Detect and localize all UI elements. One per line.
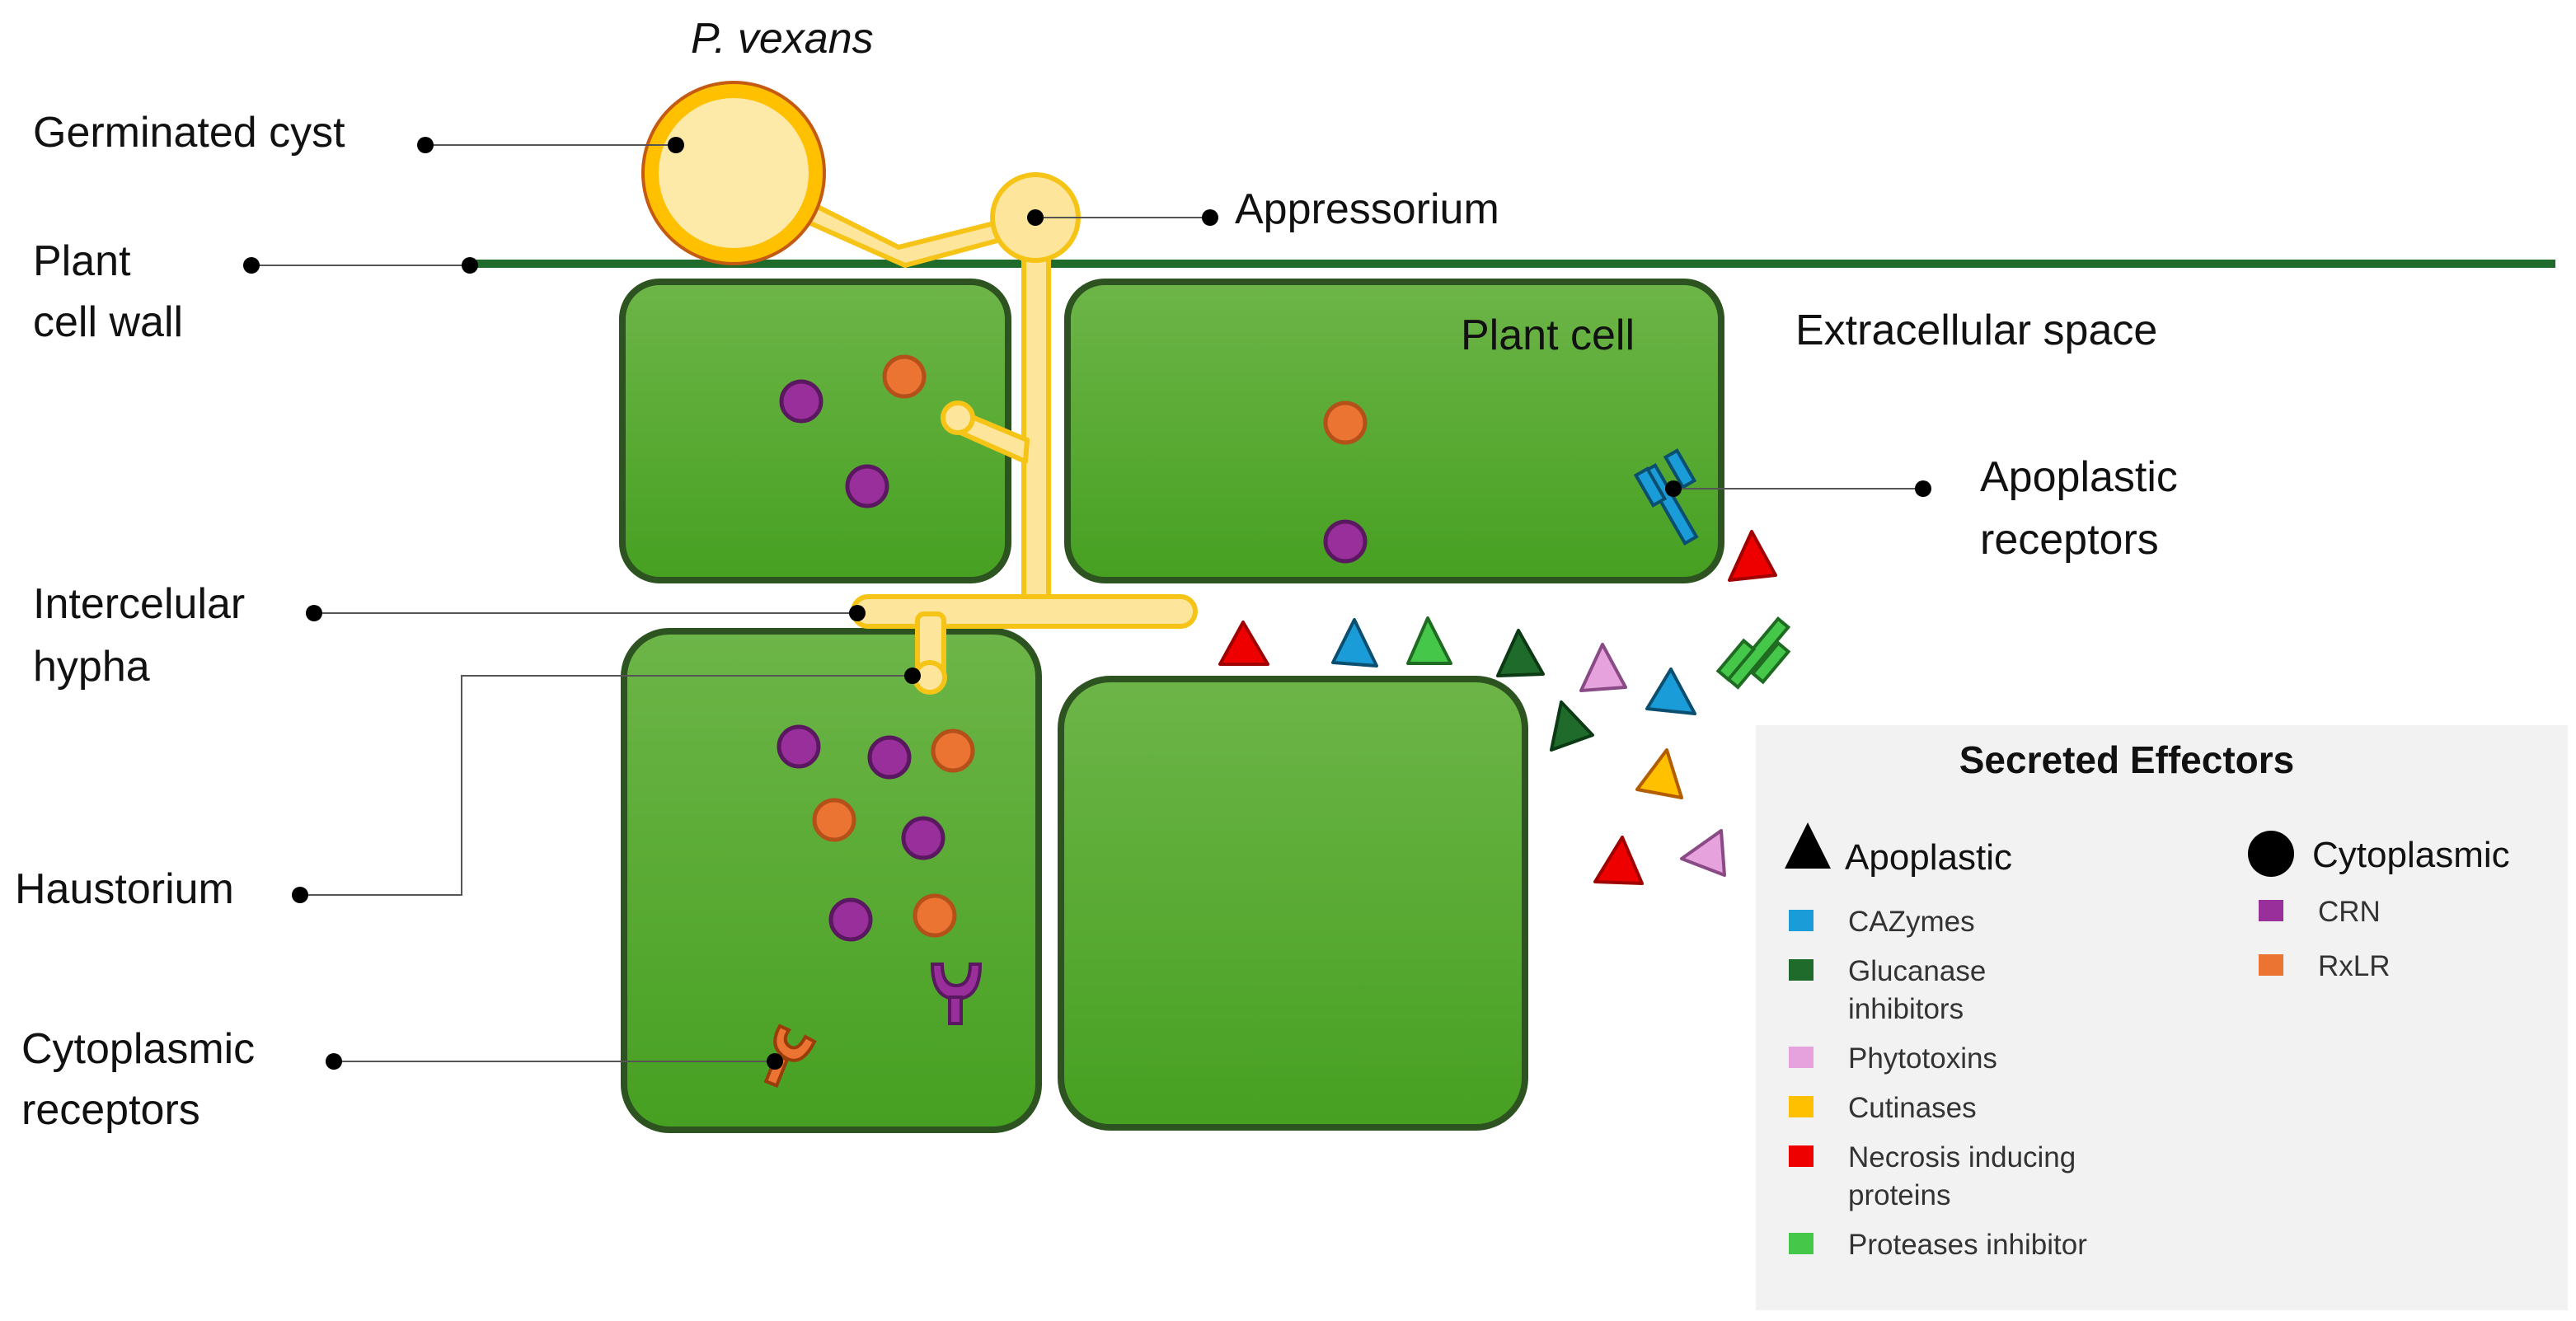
legend-apoplastic-swatch-3 — [1789, 1096, 1814, 1117]
legend-apoplastic-label-4: Necrosis inducing proteins — [1848, 1141, 2076, 1211]
label-plant-cell-wall-line1: Plant — [33, 237, 131, 285]
legend-apoplastic-label-2: Phytotoxins — [1848, 1042, 1997, 1075]
label-appressorium: Appressorium — [1235, 185, 1499, 233]
label-apoplastic-receptors: Apoplastic receptors — [1980, 453, 2189, 564]
legend-cytoplasmic-swatch-1 — [2259, 954, 2283, 976]
legend-apoplastic-label-0: CAZymes — [1848, 906, 1975, 938]
leader-lines — [251, 144, 1923, 1062]
plant-cell-bottom-right — [1058, 676, 1528, 1131]
rxlr-effector — [882, 354, 927, 399]
legend-apoplastic-label-4-line-1: proteins — [1848, 1179, 1951, 1211]
legend-apoplastic-label-2-line-0: Phytotoxins — [1848, 1042, 1997, 1075]
legend-cytoplasmic-label-1-line-0: RxLR — [2318, 950, 2391, 982]
cazyme-effector — [1645, 668, 1696, 715]
protease-effector — [1406, 616, 1452, 665]
cytoplasmic-effectors — [777, 354, 1368, 942]
rxlr-effector — [931, 728, 975, 773]
legend-apoplastic-label-5-line-0: Proteases inhibitor — [1848, 1229, 2087, 1261]
legend-cytoplasmic-label-0-line-0: CRN — [2318, 896, 2381, 928]
germinated-cyst — [641, 81, 826, 265]
necrosis-effector — [1593, 836, 1644, 885]
legend-apoplastic-label-1-line-1: inhibitors — [1848, 993, 1964, 1025]
label-intercellular-hypha-line1: Intercelular — [33, 580, 245, 628]
label-cytoplasmic-receptors-line2: receptors — [21, 1086, 200, 1134]
plant-cell-bottom-left — [621, 628, 1042, 1133]
crn-effector — [777, 724, 821, 769]
label-plant-cell-wall: Plant cell wall — [33, 237, 183, 346]
label-plant-cell-wall-line2: cell wall — [33, 298, 183, 346]
leader-dots — [243, 137, 1931, 1070]
label-apoplastic-receptors-line1: Apoplastic — [1980, 453, 2178, 501]
legend-title: Secreted Effectors — [1959, 738, 2295, 781]
legend: Secreted Effectors Apoplastic Cytoplasmi… — [1785, 738, 2510, 1261]
legend-cytoplasmic-label-0: CRN — [2318, 896, 2381, 928]
crn-effector — [779, 379, 823, 424]
legend-apoplastic-swatch-5 — [1789, 1233, 1814, 1254]
cutinase-effector — [1635, 748, 1683, 799]
label-cytoplasmic-receptors-line1: Cytoplasmic — [21, 1025, 255, 1073]
rxlr-effector — [812, 798, 856, 842]
necrosis-effector — [1218, 621, 1269, 666]
label-extracellular-space: Extracellular space — [1795, 307, 2157, 354]
legend-apoplastic-icon — [1785, 822, 1831, 869]
legend-cytoplasmic-items: CRN RxLR — [2259, 896, 2391, 982]
crn-effector — [828, 897, 873, 942]
cazyme-effector — [1331, 618, 1378, 668]
legend-apoplastic-label-0-line-0: CAZymes — [1848, 906, 1975, 938]
legend-apoplastic-label-3: Cutinases — [1848, 1092, 1977, 1124]
protease-inhibitor-shape — [1715, 616, 1791, 690]
label-germinated-cyst: Germinated cyst — [33, 109, 345, 157]
legend-cytoplasmic-heading: Cytoplasmic — [2312, 835, 2510, 875]
plant-cell-top-right — [1064, 279, 1724, 583]
phytotoxin-effector — [1680, 829, 1726, 877]
label-apoplastic-receptors-line2: receptors — [1980, 516, 2159, 564]
label-intercellular-hypha-line2: hypha — [33, 643, 150, 691]
phytotoxin-effector — [1579, 643, 1627, 692]
label-plant-cell: Plant cell — [1461, 312, 1635, 359]
legend-apoplastic-label-1-line-0: Glucanase — [1848, 955, 1986, 987]
crn-effector — [901, 816, 945, 860]
legend-apoplastic-swatch-4 — [1789, 1145, 1814, 1167]
organism-title: P. vexans — [691, 15, 874, 63]
label-haustorium: Haustorium — [15, 865, 234, 913]
cytoplasmic-receptor-purple — [930, 963, 983, 1025]
legend-apoplastic-label-4-line-0: Necrosis inducing — [1848, 1141, 2076, 1173]
necrosis-effector — [1728, 530, 1777, 582]
legend-cytoplasmic-label-1: RxLR — [2318, 950, 2391, 982]
legend-apoplastic-swatch-0 — [1789, 910, 1814, 931]
legend-apoplastic-swatch-1 — [1789, 959, 1814, 981]
crn-effector — [867, 735, 912, 780]
apoplastic-receptor — [1633, 448, 1699, 546]
label-cytoplasmic-receptors: Cytoplasmic receptors — [21, 1025, 267, 1134]
crn-effector — [1323, 519, 1368, 564]
apoplastic-effectors — [1218, 530, 1777, 885]
label-intercellular-hypha: Intercelular hypha — [33, 580, 257, 691]
crn-effector — [845, 464, 889, 508]
rxlr-effector — [913, 893, 957, 938]
legend-apoplastic-label-1: Glucanase inhibitors — [1848, 955, 1986, 1025]
legend-apoplastic-label-3-line-0: Cutinases — [1848, 1092, 1977, 1124]
legend-cytoplasmic-swatch-0 — [2259, 900, 2283, 921]
glucanase-effector — [1550, 700, 1594, 752]
legend-apoplastic-heading: Apoplastic — [1845, 837, 2012, 878]
legend-apoplastic-label-5: Proteases inhibitor — [1848, 1229, 2087, 1261]
legend-apoplastic-swatch-2 — [1789, 1047, 1814, 1068]
glucanase-effector — [1496, 629, 1545, 677]
rxlr-effector — [1323, 401, 1368, 445]
legend-cytoplasmic-icon — [2248, 831, 2294, 877]
legend-box — [1756, 725, 2568, 1310]
